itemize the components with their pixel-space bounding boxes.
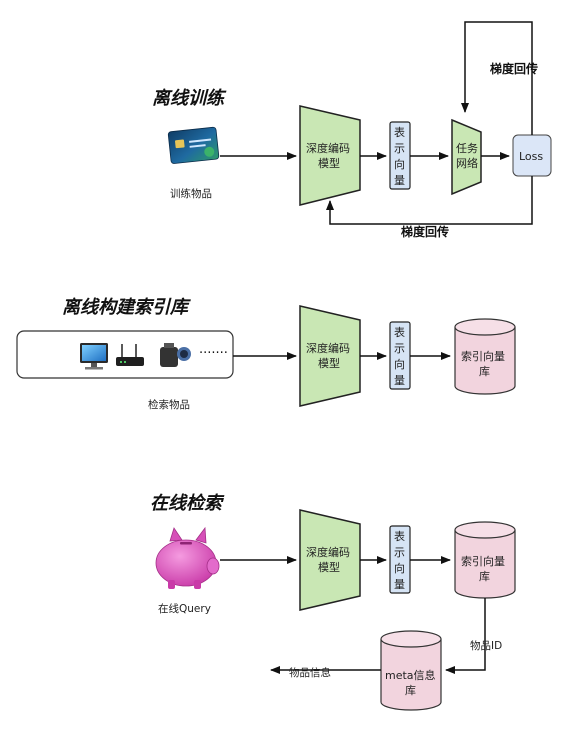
- gradient-label-bottom: 梯度回传: [401, 224, 449, 239]
- vector-char: 示: [394, 546, 405, 559]
- vector-char: 向: [394, 157, 405, 171]
- section-title: 离线训练: [152, 88, 227, 109]
- section-title: 在线检索: [150, 493, 225, 514]
- loss-label: Loss: [519, 150, 543, 163]
- gradient-arrow-bottom: [326, 176, 533, 225]
- section-online-search: 在线检索 在线Query 深度编码 模型 表 示 向 量 索引向量 库: [150, 493, 516, 711]
- db-label-line2: 库: [479, 570, 490, 583]
- vector-char: 示: [394, 342, 405, 355]
- db-label-line1: 索引向量: [461, 554, 505, 568]
- input-label: 在线Query: [158, 602, 211, 615]
- meta-db-label-line2: 库: [405, 684, 416, 697]
- more-items-dots: ·······: [199, 346, 228, 361]
- db-label-line2: 库: [479, 365, 490, 378]
- vector-char: 表: [394, 325, 405, 339]
- db-label-line1: 索引向量: [461, 349, 505, 363]
- vector-char: 量: [394, 374, 405, 387]
- monitor-icon: [80, 343, 108, 370]
- item-id-arrow: [445, 598, 486, 674]
- encoder-block: [299, 105, 361, 206]
- vector-char: 向: [394, 561, 405, 575]
- vector-char: 表: [394, 125, 405, 139]
- meta-info-db: meta信息 库: [380, 630, 442, 711]
- section-offline-index: 离线构建索引库 ······· 检索物品 深度编码 模型: [16, 297, 516, 411]
- vector-char: 量: [394, 578, 405, 591]
- vector-char: 示: [394, 142, 405, 155]
- item-id-label: 物品ID: [470, 639, 502, 652]
- task-network-line1: 任务: [456, 142, 478, 155]
- section-offline-training: 离线训练 训练物品 深度编码 模型 表 示 向 量 任务 网络 Loss: [152, 21, 552, 239]
- meta-db-label-line1: meta信息: [385, 668, 436, 682]
- credit-card-icon: [167, 126, 220, 164]
- index-vector-db: 索引向量 库: [454, 521, 516, 599]
- encoder-block: [299, 509, 361, 611]
- vector-char: 量: [394, 174, 405, 187]
- input-label: 检索物品: [148, 398, 190, 411]
- task-network-block: [451, 118, 482, 196]
- section-title: 离线构建索引库: [62, 297, 191, 318]
- gradient-arrow-top: [461, 21, 533, 135]
- vector-char: 向: [394, 357, 405, 371]
- task-network-line2: 网络: [456, 156, 478, 170]
- encoder-label-line2: 模型: [318, 356, 340, 370]
- camera-icon: [160, 343, 191, 367]
- input-label: 训练物品: [170, 187, 212, 200]
- gradient-label-top: 梯度回传: [490, 61, 538, 76]
- encoder-block: [299, 305, 361, 407]
- items-container: [16, 330, 234, 379]
- piggy-bank-icon: [155, 526, 220, 589]
- encoder-label-line2: 模型: [318, 156, 340, 170]
- encoder-label-line1: 深度编码: [306, 545, 350, 559]
- output-label: 物品信息: [289, 666, 331, 679]
- encoder-label-line1: 深度编码: [306, 341, 350, 355]
- index-vector-db: 索引向量 库: [454, 318, 516, 395]
- encoder-label-line1: 深度编码: [306, 141, 350, 155]
- vector-char: 表: [394, 529, 405, 543]
- router-icon: [116, 344, 144, 366]
- encoder-label-line2: 模型: [318, 560, 340, 574]
